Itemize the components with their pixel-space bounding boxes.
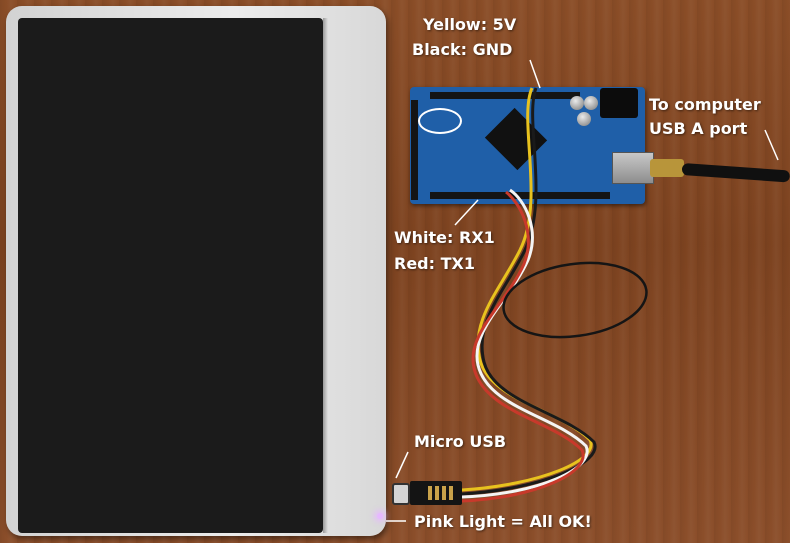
label-to-computer: To computer — [649, 95, 761, 114]
label-yellow-5v: Yellow: 5V — [423, 15, 517, 34]
serial-adapter — [410, 481, 462, 505]
pointer-yellow — [529, 59, 541, 89]
usb-b-plug — [650, 159, 684, 177]
status-light — [377, 513, 383, 519]
yellow-wire — [461, 87, 593, 492]
side-pin-header — [411, 100, 418, 200]
label-red-tx1: Red: TX1 — [394, 254, 475, 273]
adapter-pin — [449, 486, 453, 500]
adapter-pin — [428, 486, 432, 500]
pointer-micro-usb — [395, 451, 409, 479]
tablet-screen — [18, 18, 323, 533]
cable-loop — [502, 261, 648, 339]
adapter-pin — [435, 486, 439, 500]
red-wire — [461, 190, 585, 503]
label-usb-a-port: USB A port — [649, 119, 748, 138]
capacitor — [577, 112, 591, 126]
tablet — [6, 6, 386, 536]
micro-usb-port — [392, 483, 410, 505]
capacitor — [570, 96, 584, 110]
label-white-rx1: White: RX1 — [394, 228, 495, 247]
power-jack — [600, 88, 638, 118]
label-micro-usb: Micro USB — [414, 432, 507, 451]
pointer-rx — [454, 199, 479, 226]
label-black-gnd: Black: GND — [412, 40, 513, 59]
tablet-screen-edge — [323, 18, 328, 533]
bottom-pin-header — [430, 192, 610, 199]
arduino-logo — [418, 108, 462, 134]
adapter-pin — [442, 486, 446, 500]
top-pin-header — [430, 92, 580, 99]
capacitor — [584, 96, 598, 110]
pointer-usb — [764, 129, 779, 161]
label-pink-light: Pink Light = All OK! — [414, 512, 592, 531]
